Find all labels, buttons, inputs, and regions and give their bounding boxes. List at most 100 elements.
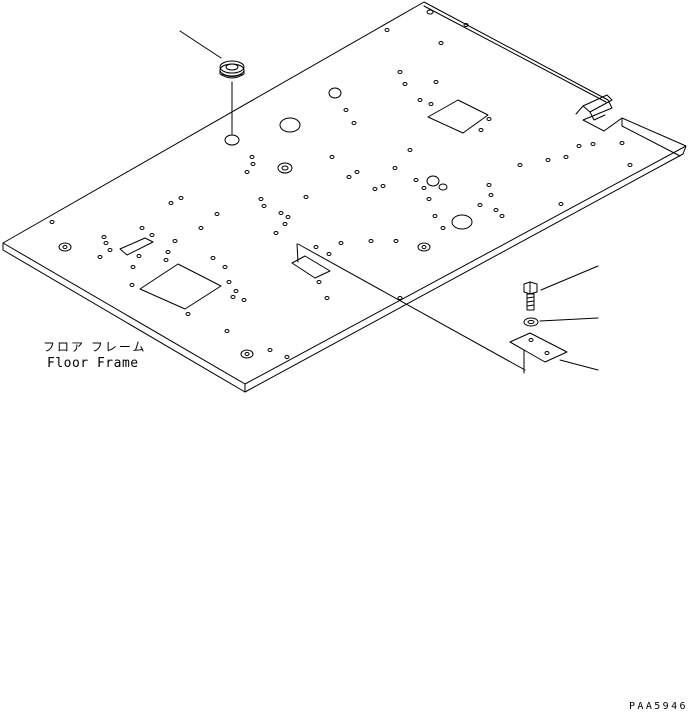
center-slot	[291, 255, 331, 279]
bolt-hole	[619, 141, 625, 145]
front-access-opening	[139, 263, 222, 310]
bolt-part	[523, 265, 599, 311]
bolt-hole	[129, 283, 135, 287]
floor-frame-plate	[2, 1, 687, 393]
bolt-hole	[432, 214, 438, 218]
left-slot	[119, 237, 154, 256]
cover-plate-part	[509, 332, 599, 374]
drawing-code: PAA5946	[629, 701, 688, 712]
bolt-hole	[284, 355, 290, 359]
bolt-hole	[627, 163, 633, 167]
bolt-hole	[590, 142, 596, 146]
bolt-hole	[326, 252, 332, 256]
washer-part	[523, 317, 599, 327]
bolt-hole	[563, 155, 569, 159]
bolt-hole	[558, 202, 564, 206]
bolt-hole	[267, 348, 273, 352]
bolt-hole	[517, 163, 523, 167]
bolt-hole	[168, 201, 174, 205]
bolt-hole	[165, 250, 171, 254]
bolt-hole	[486, 117, 492, 121]
bolt-hole	[198, 226, 204, 230]
bolt-hole	[136, 254, 142, 258]
bolt-hole	[222, 265, 228, 269]
bolt-hole	[278, 211, 284, 215]
bolt-hole	[407, 148, 413, 152]
bolt-hole	[285, 215, 291, 219]
bolt-hole	[354, 170, 360, 174]
bolt-hole	[250, 162, 256, 166]
bolt-hole	[316, 280, 322, 284]
grommet-part	[179, 30, 245, 135]
bolt-hole	[258, 197, 264, 201]
bolt-hole	[499, 214, 505, 218]
bolt-hole	[130, 265, 136, 269]
bolt-hole	[273, 231, 279, 235]
bolt-hole	[226, 280, 232, 284]
bolt-hole	[576, 144, 582, 148]
bolt-hole	[433, 80, 439, 84]
bolt-hole	[233, 289, 239, 293]
bolt-hole	[261, 204, 267, 208]
cover-leader-line	[559, 359, 599, 371]
bolt-hole	[185, 312, 191, 316]
small-holes	[49, 23, 633, 359]
rear-access-opening	[427, 99, 489, 134]
bolt-hole	[380, 184, 386, 188]
washer-leader-line	[539, 317, 599, 322]
bolt-hole	[97, 255, 103, 259]
bolt-hole	[230, 295, 236, 299]
bolt-hole	[478, 128, 484, 132]
bolt-hole	[163, 258, 169, 262]
center-flange	[296, 243, 526, 371]
bolt-hole	[338, 241, 344, 245]
bolt-hole	[103, 241, 109, 245]
bolt-hole	[101, 235, 107, 239]
grommet-leader-line	[179, 30, 222, 59]
bolt-hole	[421, 186, 427, 190]
bolt-hole	[346, 175, 352, 179]
bolt-hole	[178, 196, 184, 200]
bolt-hole	[351, 121, 357, 125]
bolt-hole	[313, 245, 319, 249]
bolt-hole	[440, 226, 446, 230]
bolt-hole	[372, 187, 378, 191]
bolt-hole	[139, 226, 145, 230]
bolt-hole	[249, 155, 255, 159]
bolt-hole	[417, 98, 423, 102]
bolt-hole	[172, 239, 178, 243]
bolt-hole	[149, 233, 155, 237]
bolt-hole	[241, 298, 247, 302]
bolt-hole	[493, 208, 499, 212]
bolt-hole	[282, 222, 288, 226]
access-openings	[119, 99, 489, 310]
bolt-hole	[210, 256, 216, 260]
bolt-hole	[463, 23, 469, 27]
bolt-hole	[303, 195, 309, 199]
bolt-hole	[329, 155, 335, 159]
bolt-hole	[214, 212, 220, 216]
bolt-hole	[438, 41, 444, 45]
bolt-hole	[343, 108, 349, 112]
bolt-hole	[107, 248, 113, 252]
bolt-hole	[428, 102, 434, 106]
bolt-hole	[486, 183, 492, 187]
bolt-hole	[392, 166, 398, 170]
bolt-hole	[368, 239, 374, 243]
bolt-hole	[477, 203, 483, 207]
bolt-hole	[397, 296, 403, 300]
bolt-hole	[324, 296, 330, 300]
bolt-hole	[244, 170, 250, 174]
bolt-hole	[426, 197, 432, 201]
bolt-hole	[397, 70, 403, 74]
bolt-leader-line	[540, 265, 599, 291]
part-name-japanese: フロア フレーム	[43, 340, 147, 354]
bolt-hole	[49, 220, 55, 224]
bolt-hole	[413, 178, 419, 182]
bolt-hole	[393, 239, 399, 243]
part-name-english: Floor Frame	[47, 356, 139, 371]
large-holes	[58, 9, 473, 359]
bolt-hole	[402, 82, 408, 86]
bolt-hole	[545, 158, 551, 162]
